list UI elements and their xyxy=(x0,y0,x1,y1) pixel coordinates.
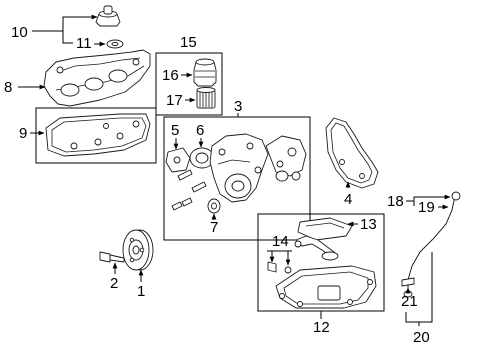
filter-box xyxy=(155,52,223,116)
crankshaft-seal-7-part xyxy=(207,198,221,214)
seal-6-part xyxy=(189,147,215,169)
valve-cover-gasket-part xyxy=(45,113,151,157)
svg-text:8: 8 xyxy=(4,79,12,96)
callout-21: 21 xyxy=(401,287,418,310)
callout-13: 13 xyxy=(347,216,377,233)
balancer-bolt-part xyxy=(99,251,125,263)
svg-text:3: 3 xyxy=(234,98,242,115)
svg-text:20: 20 xyxy=(413,329,430,346)
oil-pan-baffle-part xyxy=(297,217,353,241)
svg-text:12: 12 xyxy=(313,319,330,336)
svg-text:14: 14 xyxy=(272,233,289,250)
gasket-box xyxy=(35,107,157,164)
callout-8: 8 xyxy=(4,79,46,96)
svg-text:10: 10 xyxy=(11,24,28,41)
svg-text:16: 16 xyxy=(162,67,179,84)
dipstick-tube-part xyxy=(401,191,461,298)
svg-text:18: 18 xyxy=(387,193,404,210)
svg-text:5: 5 xyxy=(171,122,179,139)
callout-15: 15 xyxy=(180,34,197,51)
svg-text:7: 7 xyxy=(210,219,218,236)
svg-text:19: 19 xyxy=(418,199,435,216)
callout-11: 11 xyxy=(76,35,106,52)
callout-16: 16 xyxy=(162,67,193,84)
callout-19: 19 xyxy=(418,199,449,216)
filter-housing-cap-part xyxy=(193,58,217,87)
oil-filler-cap-part xyxy=(95,5,121,27)
svg-text:15: 15 xyxy=(180,34,197,51)
callout-9: 9 xyxy=(19,125,45,142)
svg-text:9: 9 xyxy=(19,125,27,142)
callout-2: 2 xyxy=(110,262,118,292)
seal-washer-part xyxy=(106,39,124,49)
valve-cover-part xyxy=(43,49,151,107)
dowel-pins-part xyxy=(171,169,207,211)
svg-text:2: 2 xyxy=(110,275,118,292)
callout-6: 6 xyxy=(196,122,204,148)
svg-text:6: 6 xyxy=(196,122,204,139)
callout-10: 10 xyxy=(11,14,98,44)
front-cover-part xyxy=(209,133,269,203)
callout-20: 20 xyxy=(405,252,433,346)
callout-18: 18 xyxy=(387,193,451,210)
timing-cover-gasket-part xyxy=(325,117,379,189)
callout-14: 14 xyxy=(267,233,292,266)
callout-4: 4 xyxy=(344,181,352,208)
front-cover-box xyxy=(163,116,311,241)
callout-17: 17 xyxy=(166,92,196,109)
svg-text:4: 4 xyxy=(344,191,352,208)
svg-text:21: 21 xyxy=(401,293,418,310)
callout-12: 12 xyxy=(313,311,330,336)
svg-text:1: 1 xyxy=(137,283,145,300)
svg-text:13: 13 xyxy=(360,216,377,233)
callout-7: 7 xyxy=(210,213,218,236)
pan-bolt-part xyxy=(267,261,292,274)
callout-3: 3 xyxy=(234,98,242,117)
crankshaft-balancer-part xyxy=(122,229,154,271)
oil-pickup-tube-part xyxy=(294,235,339,261)
callout-5: 5 xyxy=(171,122,179,150)
oil-pan-part xyxy=(275,265,377,309)
svg-text:11: 11 xyxy=(76,35,92,52)
front-cover-gasket-5-part xyxy=(165,147,191,173)
oil-filter-element-part xyxy=(196,87,216,109)
callout-1: 1 xyxy=(137,269,145,300)
svg-text:17: 17 xyxy=(166,92,183,109)
oil-pump-part xyxy=(265,135,307,182)
